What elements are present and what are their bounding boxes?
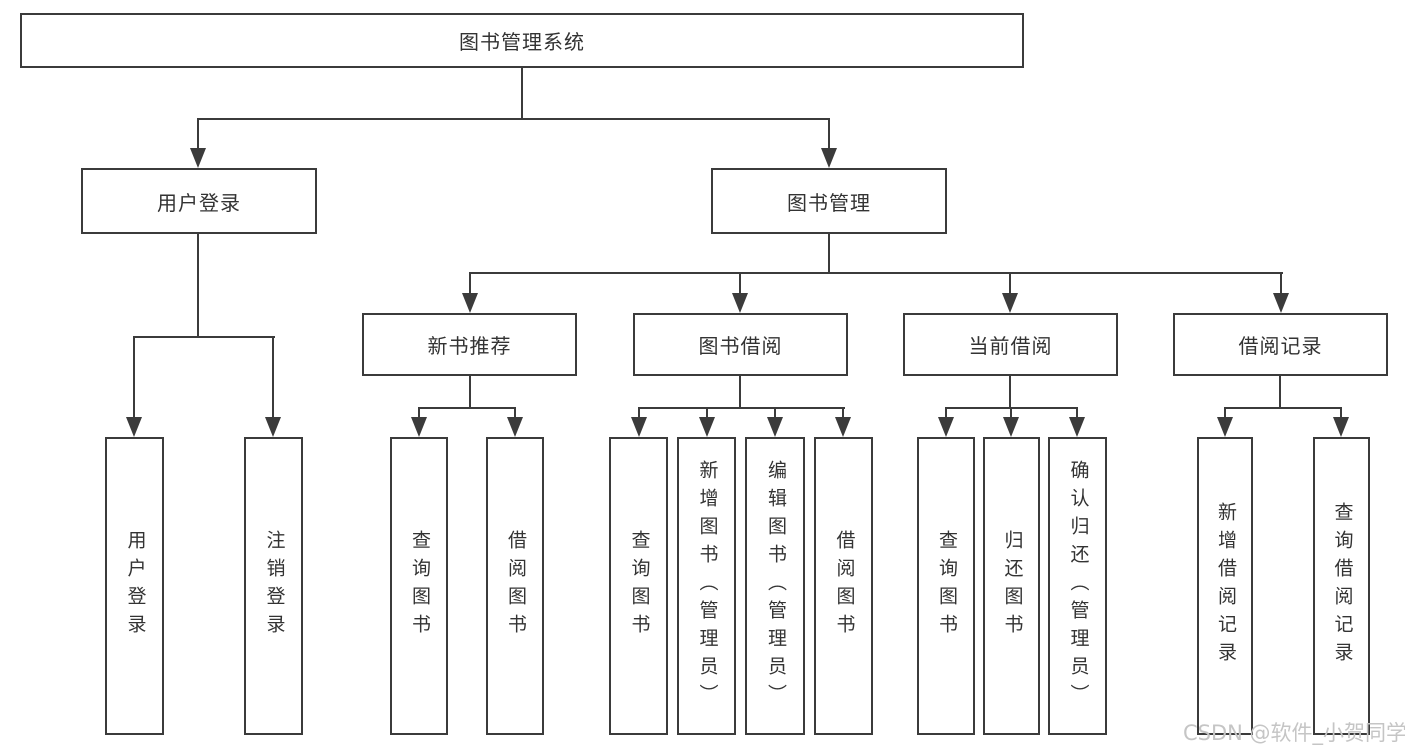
- arrowhead-down-icon: [835, 417, 851, 437]
- arrowhead-down-icon: [767, 417, 783, 437]
- node-book-management: 图书管理: [711, 168, 947, 234]
- leaf-query-books-recommend: 查询图书: [390, 437, 448, 735]
- arrowhead-down-icon: [821, 148, 837, 168]
- connector-line: [739, 272, 741, 295]
- connector-line: [828, 234, 830, 272]
- leaf-query-borrow-record: 查询借阅记录: [1313, 437, 1370, 735]
- node-label: 新书推荐: [427, 334, 512, 358]
- connector-line: [1076, 407, 1078, 419]
- arrowhead-down-icon: [462, 293, 478, 313]
- leaf-label: 借阅图书: [505, 530, 527, 642]
- connector-line: [706, 407, 708, 419]
- connector-line: [1010, 407, 1012, 419]
- connector-line: [272, 336, 274, 419]
- connector-line: [197, 118, 199, 150]
- node-library-management-system: 图书管理系统: [20, 13, 1024, 68]
- node-label: 图书借阅: [698, 334, 783, 358]
- connector-line: [739, 376, 741, 407]
- connector-line: [1279, 376, 1281, 407]
- leaf-label: 编辑图书（管理员）: [765, 460, 787, 712]
- arrowhead-down-icon: [1069, 417, 1085, 437]
- csdn-watermark: CSDN @软件_小贺同学: [1183, 721, 1405, 745]
- connector-line: [418, 407, 420, 419]
- connector-line: [521, 68, 523, 118]
- leaf-edit-books-admin: 编辑图书（管理员）: [745, 437, 805, 735]
- arrowhead-down-icon: [631, 417, 647, 437]
- connector-line: [828, 118, 830, 150]
- connector-line: [638, 407, 845, 409]
- arrowhead-down-icon: [1002, 293, 1018, 313]
- connector-line: [197, 234, 199, 336]
- leaf-borrow-books-recommend: 借阅图书: [486, 437, 544, 735]
- leaf-label: 查询图书: [628, 530, 651, 642]
- leaf-label: 查询借阅记录: [1331, 502, 1354, 670]
- node-label: 用户登录: [157, 190, 241, 215]
- connector-line: [1224, 407, 1342, 409]
- arrowhead-down-icon: [126, 417, 142, 437]
- connector-line: [469, 272, 1283, 274]
- leaf-logout: 注销登录: [244, 437, 303, 735]
- arrowhead-down-icon: [1217, 417, 1233, 437]
- connector-line: [945, 407, 947, 419]
- leaf-label: 新增图书（管理员）: [696, 460, 719, 712]
- leaf-confirm-return-admin: 确认归还（管理员）: [1048, 437, 1107, 735]
- arrowhead-down-icon: [938, 417, 954, 437]
- leaf-label: 查询图书: [936, 530, 958, 642]
- arrowhead-down-icon: [699, 417, 715, 437]
- leaf-label: 查询图书: [409, 530, 431, 642]
- node-label: 当前借阅: [968, 334, 1053, 358]
- arrowhead-down-icon: [411, 417, 427, 437]
- leaf-label: 注销登录: [263, 530, 286, 642]
- connector-line: [133, 336, 135, 419]
- connector-line: [1280, 272, 1282, 295]
- arrowhead-down-icon: [190, 148, 206, 168]
- leaf-borrow-books: 借阅图书: [814, 437, 873, 735]
- connector-line: [469, 376, 471, 407]
- node-user-login: 用户登录: [81, 168, 317, 234]
- arrowhead-down-icon: [732, 293, 748, 313]
- node-new-book-recommendation: 新书推荐: [362, 313, 577, 376]
- connector-line: [469, 272, 471, 295]
- connector-line: [842, 407, 844, 419]
- arrowhead-down-icon: [1003, 417, 1019, 437]
- leaf-return-books: 归还图书: [983, 437, 1040, 735]
- connector-line: [514, 407, 516, 419]
- connector-line: [1009, 376, 1011, 407]
- node-label: 借阅记录: [1238, 334, 1323, 358]
- connector-line: [1009, 272, 1011, 295]
- leaf-query-books-current: 查询图书: [917, 437, 975, 735]
- node-label: 图书管理: [787, 190, 871, 215]
- arrowhead-down-icon: [1333, 417, 1349, 437]
- leaf-label: 确认归还（管理员）: [1067, 460, 1090, 712]
- leaf-label: 新增借阅记录: [1215, 502, 1237, 670]
- node-current-borrowing: 当前借阅: [903, 313, 1118, 376]
- connector-line: [774, 407, 776, 419]
- connector-line: [133, 336, 275, 338]
- arrowhead-down-icon: [265, 417, 281, 437]
- leaf-label: 用户登录: [124, 530, 147, 642]
- connector-line: [1340, 407, 1342, 419]
- leaf-label: 归还图书: [1001, 530, 1024, 642]
- connector-line: [418, 407, 516, 409]
- arrowhead-down-icon: [507, 417, 523, 437]
- leaf-query-books-borrowing: 查询图书: [609, 437, 668, 735]
- connector-line: [1224, 407, 1226, 419]
- node-book-borrowing: 图书借阅: [633, 313, 848, 376]
- connector-line: [197, 118, 830, 120]
- leaf-add-books-admin: 新增图书（管理员）: [677, 437, 736, 735]
- leaf-label: 借阅图书: [833, 530, 856, 642]
- leaf-add-borrow-record: 新增借阅记录: [1197, 437, 1253, 735]
- leaf-user-login: 用户登录: [105, 437, 164, 735]
- node-borrowing-records: 借阅记录: [1173, 313, 1388, 376]
- node-label: 图书管理系统: [459, 30, 585, 54]
- connector-line: [638, 407, 640, 419]
- arrowhead-down-icon: [1273, 293, 1289, 313]
